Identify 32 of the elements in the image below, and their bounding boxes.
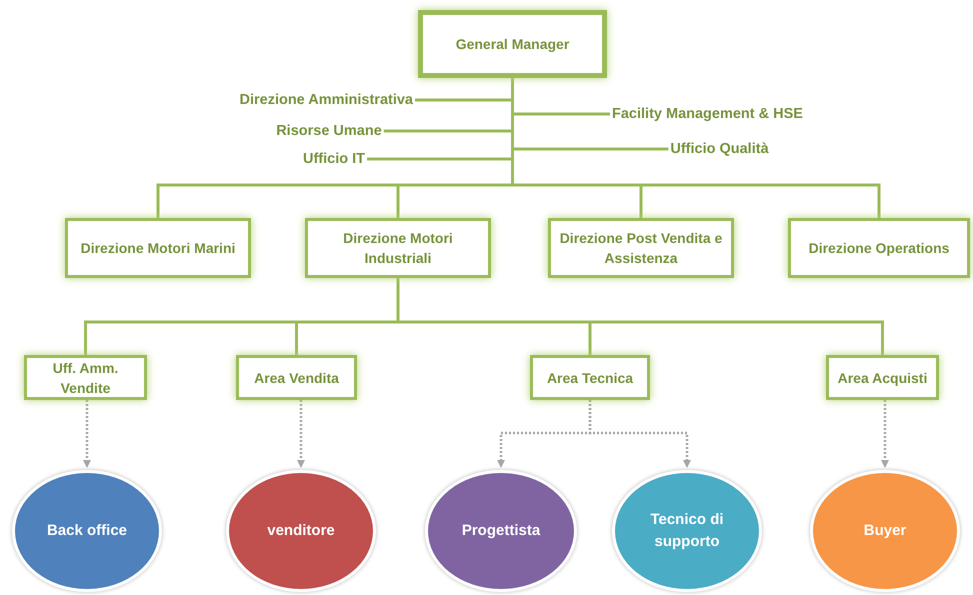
role-box	[418, 10, 607, 78]
dotted-arrow	[83, 400, 91, 468]
role-box	[788, 218, 970, 278]
role-box	[236, 355, 357, 400]
dotted-arrow	[588, 400, 691, 468]
role-box	[530, 355, 650, 400]
role-title: Area Tecnica	[546, 368, 634, 388]
role-title: Direzione Motori Industriali	[342, 229, 454, 268]
role-name: Buyer	[864, 521, 906, 541]
dotted-arrow	[297, 400, 305, 468]
role-box	[305, 218, 491, 278]
role-name: Progettista	[462, 521, 540, 541]
role-title: Direzione Post Vendita e Assistenza	[559, 229, 723, 268]
role-name: Tecnico di supporto	[649, 510, 725, 552]
role-title: Area Vendita	[254, 368, 339, 388]
role-label: Ufficio Qualità	[670, 140, 769, 158]
role-label: Risorse Umane	[276, 122, 382, 140]
role-box	[65, 218, 251, 278]
role-label: Ufficio IT	[302, 150, 366, 168]
role-label: Direzione Amministrativa	[239, 91, 413, 109]
role-name: Back office	[46, 521, 128, 541]
dotted-arrow	[881, 400, 889, 468]
role-title: Direzione Operations	[808, 239, 950, 258]
role-title: Uff. Amm. Vendite	[52, 358, 120, 398]
role-title: General Manager	[456, 35, 570, 54]
role-box	[826, 355, 939, 400]
role-box	[548, 218, 734, 278]
role-box	[24, 355, 147, 400]
role-label: Facility Management & HSE	[612, 105, 803, 123]
role-name: venditore	[267, 521, 335, 541]
role-title: Area Acquisti	[838, 368, 928, 388]
role-title: Direzione Motori Marini	[80, 239, 236, 258]
